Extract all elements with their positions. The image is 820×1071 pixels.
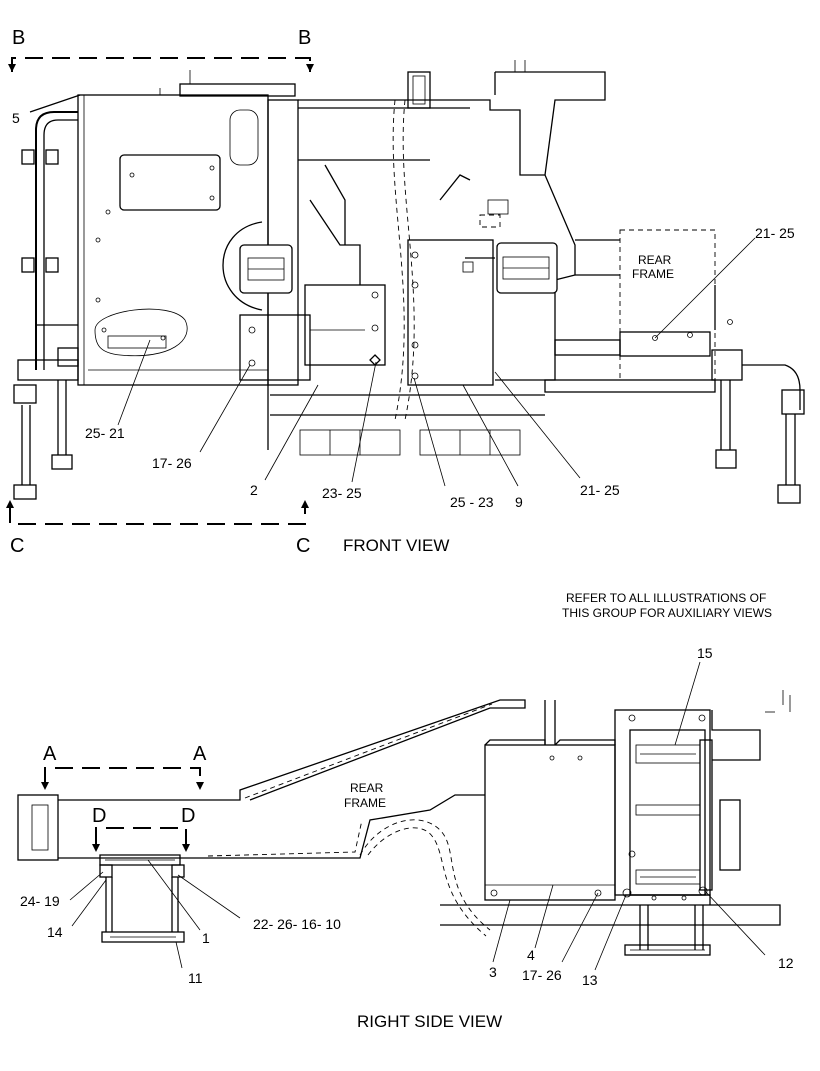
section-line-b [8, 57, 314, 72]
front-view-title: FRONT VIEW [343, 536, 449, 555]
callout-front-23-25: 23- 25 [322, 485, 362, 501]
rear-frame-label-front-1: REAR [638, 253, 672, 267]
section-marker-a-right: A [193, 743, 207, 765]
section-marker-c-left: C [10, 535, 24, 557]
callout-side-13: 13 [582, 972, 598, 988]
callout-front-21-25-lower: 21- 25 [580, 482, 620, 498]
side-front-cab [17, 699, 526, 943]
side-hose [359, 819, 491, 937]
callout-front-5: 5 [12, 110, 20, 126]
callout-side-17-26: 17- 26 [522, 967, 562, 983]
section-marker-b-right: B [298, 27, 311, 49]
side-battery-box [440, 700, 781, 926]
left-pivot-mount [222, 221, 386, 381]
rear-frame-label-side-1: REAR [350, 781, 384, 795]
right-side-view: A A D D [17, 645, 794, 1031]
callout-side-24-19: 24- 19 [20, 893, 60, 909]
callout-side-15: 15 [697, 645, 713, 661]
section-marker-d-right: D [181, 805, 195, 827]
left-handrail [21, 111, 78, 370]
note-line-1: REFER TO ALL ILLUSTRATIONS OF [566, 591, 766, 605]
central-frame [267, 60, 606, 456]
right-pivot-mount [407, 239, 558, 386]
note-line-2: THIS GROUP FOR AUXILIARY VIEWS [562, 606, 772, 620]
callout-side-3: 3 [489, 964, 497, 980]
callout-front-9: 9 [515, 494, 523, 510]
section-line-d [92, 827, 190, 852]
callout-side-4: 4 [527, 947, 535, 963]
left-step-assembly [13, 347, 79, 500]
callout-front-25-23: 25 - 23 [450, 494, 494, 510]
left-cab-box [29, 70, 296, 386]
callout-side-14: 14 [47, 924, 63, 940]
callout-side-11: 11 [188, 970, 203, 986]
rear-frame-label-front-2: FRAME [632, 267, 674, 281]
section-line-c [6, 500, 309, 525]
callout-front-2: 2 [250, 482, 258, 498]
front-leaders [117, 237, 756, 487]
front-view: B B C C [6, 27, 805, 557]
section-line-a [41, 767, 204, 790]
right-step-assembly [711, 349, 805, 504]
rear-frame-label-side-2: FRAME [344, 796, 386, 810]
side-ladder-assembly [614, 690, 791, 956]
section-marker-a-left: A [43, 743, 57, 765]
section-marker-d-left: D [92, 805, 106, 827]
callout-front-17-26: 17- 26 [152, 455, 192, 471]
side-leaders [69, 661, 766, 971]
callout-front-25-21: 25- 21 [85, 425, 125, 441]
section-marker-c-right: C [296, 535, 310, 557]
section-marker-b-left: B [12, 27, 25, 49]
callout-side-22-26-16-10: 22- 26- 16- 10 [253, 916, 341, 932]
callout-side-1: 1 [202, 930, 210, 946]
callout-side-12: 12 [778, 955, 794, 971]
callout-front-21-25-upper: 21- 25 [755, 225, 795, 241]
side-view-title: RIGHT SIDE VIEW [357, 1012, 502, 1031]
